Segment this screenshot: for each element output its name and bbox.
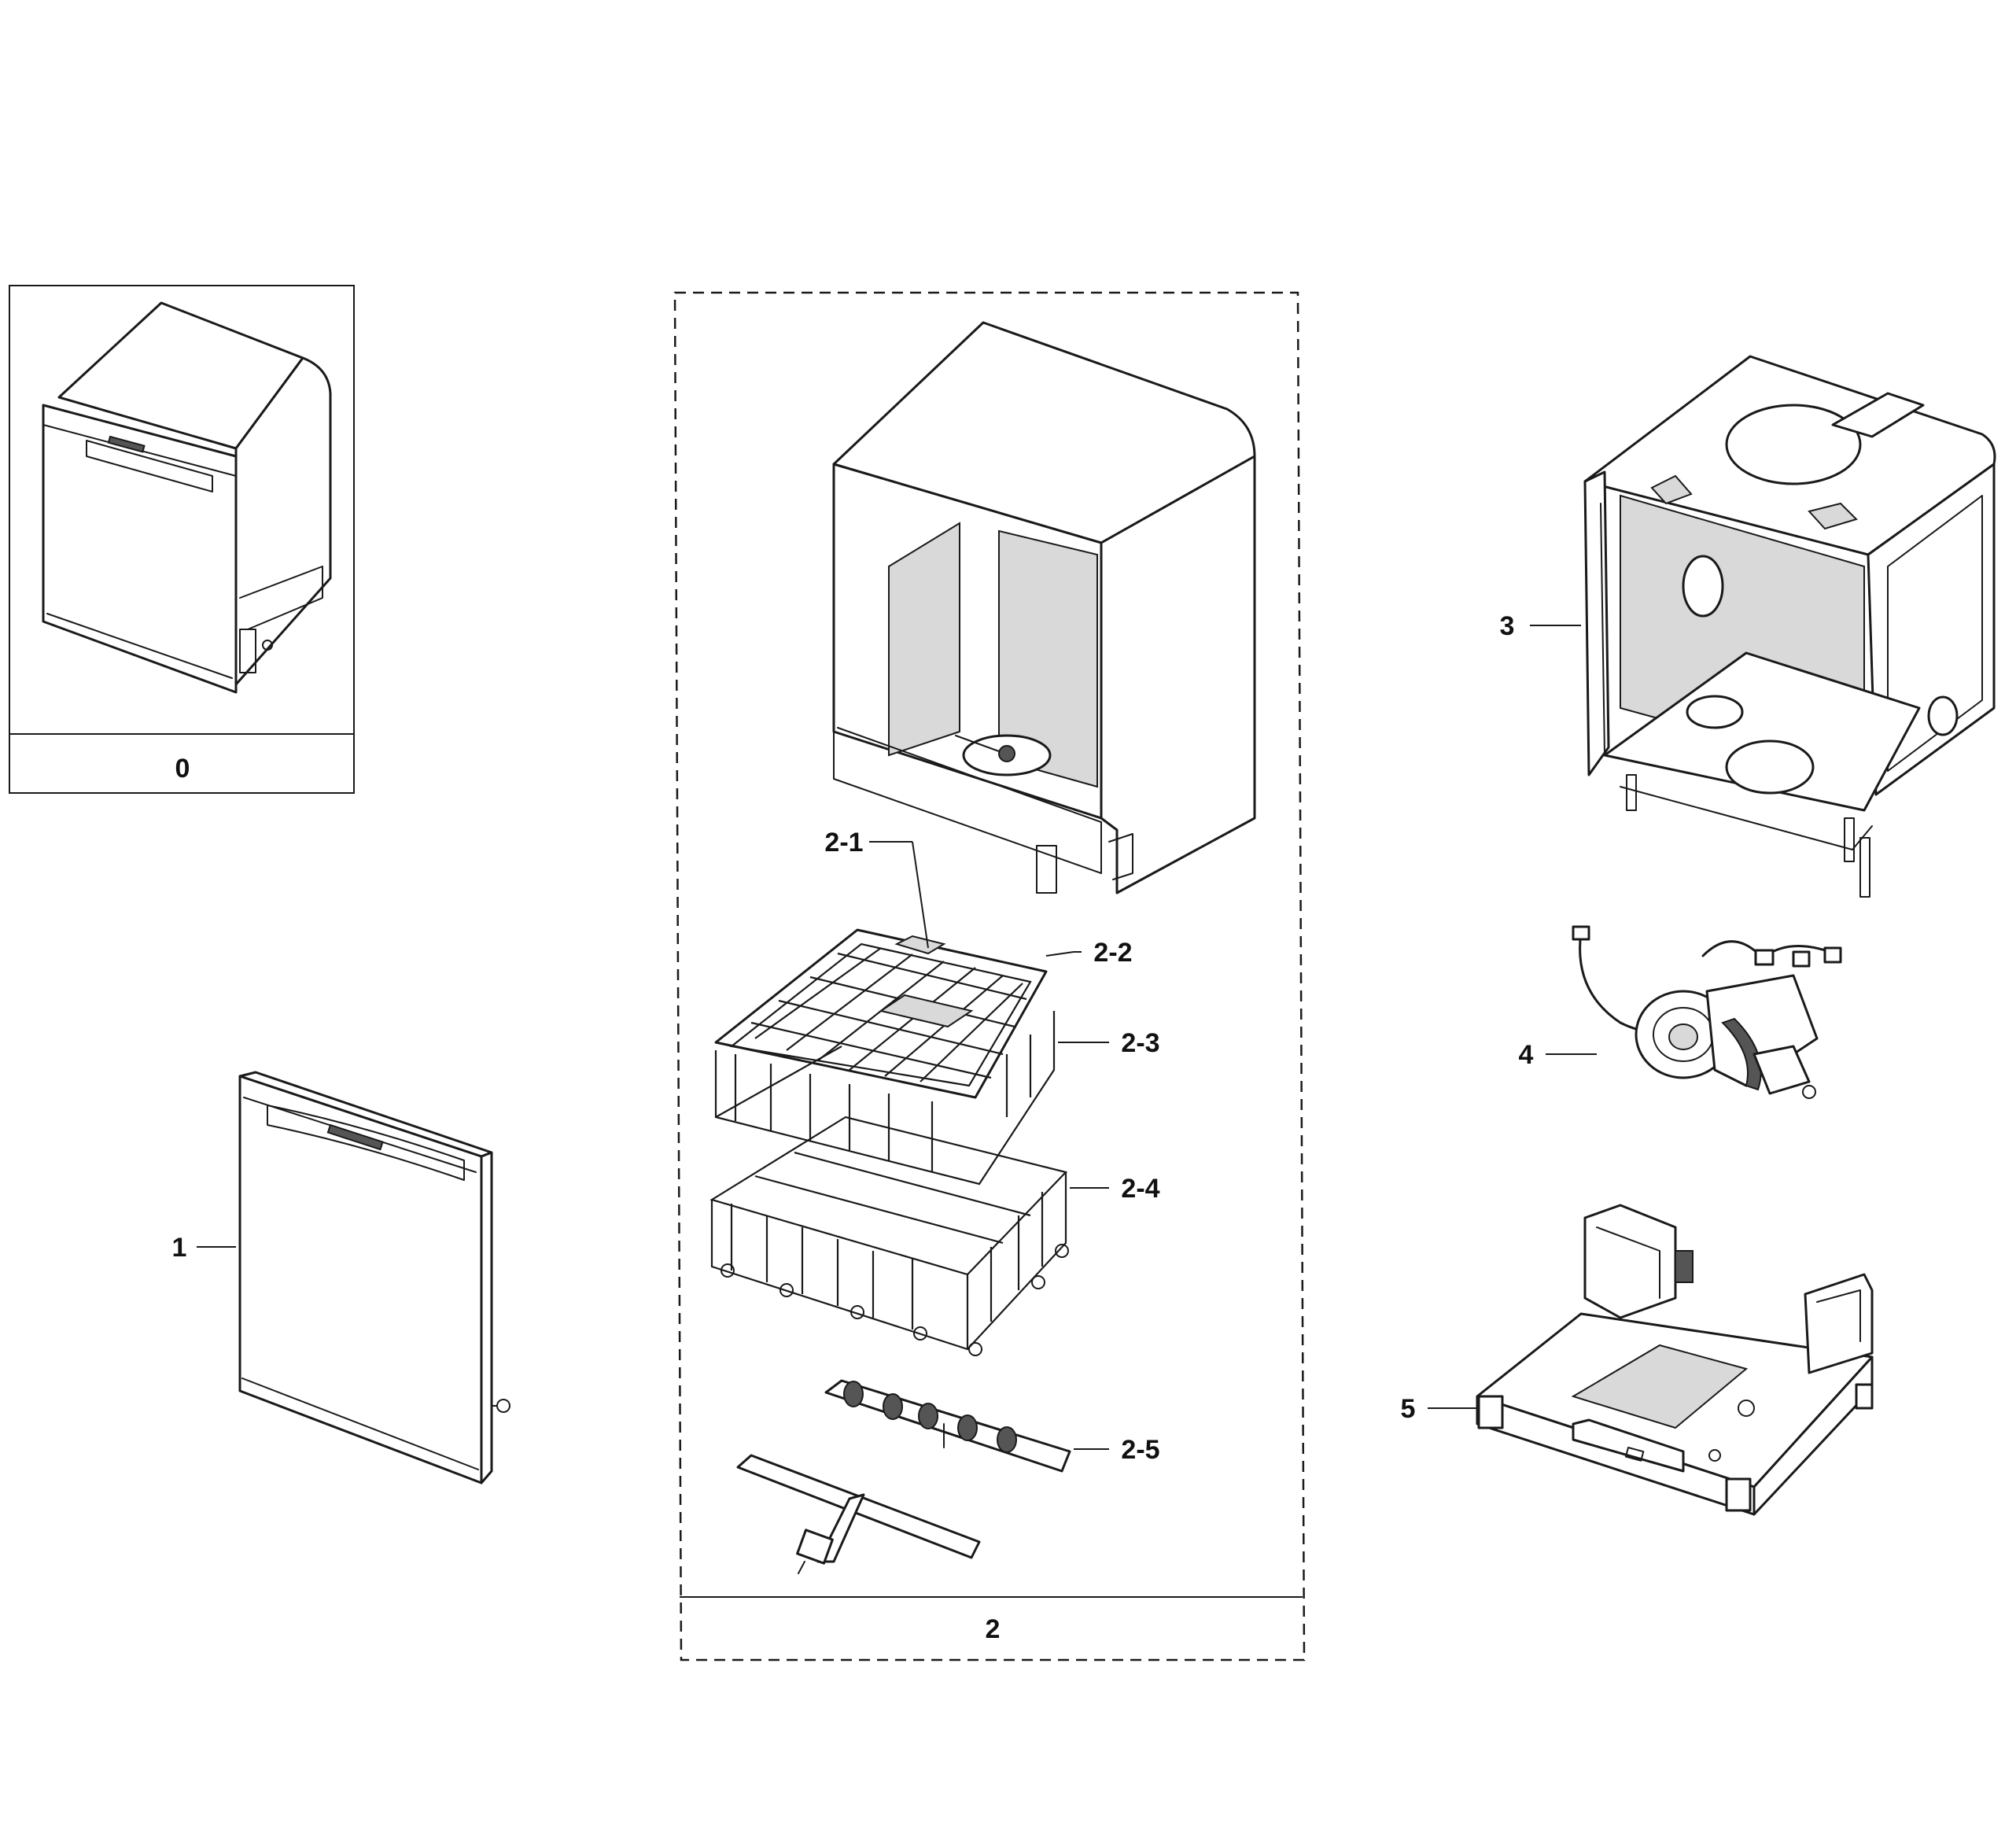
frame-part: 3 (1500, 355, 1996, 898)
leader-2-2a (1045, 951, 1074, 957)
door-drawing[interactable] (238, 1071, 510, 1484)
callout-2-2[interactable]: 2-2 (1093, 938, 1132, 968)
sump-drawing[interactable] (1572, 925, 1842, 1099)
complete-dishwasher-drawing[interactable] (42, 301, 332, 694)
assembly-0-panel: 0 (9, 285, 355, 794)
callout-5[interactable]: 5 (1401, 1394, 1416, 1424)
callout-2[interactable]: 2 (986, 1614, 1001, 1644)
callout-2-1[interactable]: 2-1 (824, 828, 863, 857)
door-part: 1 (172, 1071, 510, 1484)
base-part: 5 (1401, 1204, 1874, 1516)
tub-assembly-panel: 2-1 2-2 2-3 2-4 2-5 2 (673, 291, 1306, 1662)
sump-part: 4 (1519, 925, 1842, 1099)
callout-3[interactable]: 3 (1500, 611, 1515, 641)
callout-2-3[interactable]: 2-3 (1121, 1028, 1159, 1058)
base-drawing[interactable] (1476, 1204, 1874, 1516)
callout-0: 0 (175, 754, 190, 784)
rack-drawing[interactable] (709, 928, 1069, 1356)
callout-2-4[interactable]: 2-4 (1121, 1174, 1159, 1204)
assembly-0-frame (9, 285, 355, 794)
callout-2-5[interactable]: 2-5 (1121, 1435, 1159, 1465)
callout-4[interactable]: 4 (1519, 1040, 1534, 1070)
leader-2-1b (912, 841, 929, 949)
spray-arm-drawing[interactable] (736, 1379, 1071, 1574)
frame-drawing[interactable] (1583, 355, 1996, 898)
tub-assembly-dashed-frame (673, 291, 1306, 1662)
callout-1[interactable]: 1 (172, 1233, 187, 1263)
tub-drawing[interactable] (832, 321, 1256, 894)
